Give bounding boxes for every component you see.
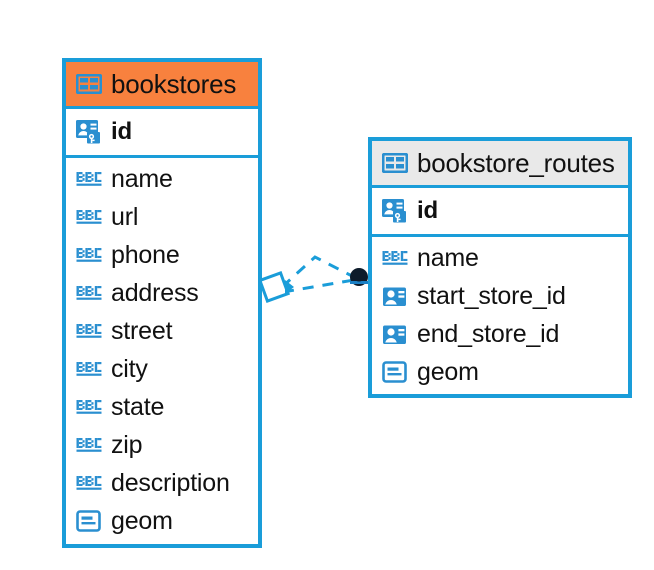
field-row-zip[interactable]: zip (66, 426, 258, 464)
field-label: id (111, 118, 132, 145)
entity-bookstore-routes[interactable]: bookstore_routes id (368, 137, 632, 398)
table-grid-icon (76, 74, 102, 94)
abc-text-icon (76, 400, 102, 414)
abc-text-icon (382, 251, 408, 265)
field-label: phone (111, 240, 180, 269)
relationship-line-upper (280, 255, 355, 289)
abc-text-icon (76, 476, 102, 490)
foreign-key-icon (383, 287, 406, 306)
field-row-geom[interactable]: geom (372, 353, 628, 391)
fields-section-bookstores: name url (66, 158, 258, 544)
geometry-icon (76, 510, 101, 532)
abc-text-icon (76, 362, 102, 376)
field-row-address[interactable]: address (66, 274, 258, 312)
field-row-end-store-id[interactable]: end_store_id (372, 315, 628, 353)
field-row-geom[interactable]: geom (66, 502, 258, 540)
abc-text-icon (76, 172, 102, 186)
field-label: url (111, 202, 139, 231)
field-label: state (111, 392, 165, 421)
field-label: geom (417, 357, 479, 386)
field-row-description[interactable]: description (66, 464, 258, 502)
field-label: zip (111, 430, 143, 459)
fields-section-bookstore-routes: name start_store_id (372, 237, 628, 395)
abc-text-icon (76, 248, 102, 262)
primary-key-section-bookstores: id (66, 109, 258, 158)
relationship-target-circle-icon (350, 268, 368, 286)
entity-bookstores[interactable]: bookstores id (62, 58, 262, 548)
field-label: geom (111, 506, 173, 535)
field-row-state[interactable]: state (66, 388, 258, 426)
relationship-source-diamond-icon (257, 270, 291, 304)
field-row-id[interactable]: id (372, 188, 628, 234)
entity-title: bookstore_routes (417, 147, 615, 178)
field-label: start_store_id (417, 281, 566, 310)
entity-header-bookstore-routes[interactable]: bookstore_routes (372, 141, 628, 188)
field-row-start-store-id[interactable]: start_store_id (372, 277, 628, 315)
field-row-name[interactable]: name (372, 239, 628, 277)
relationship-line-lower (282, 278, 355, 294)
primary-key-icon (382, 199, 406, 223)
field-row-name[interactable]: name (66, 160, 258, 198)
field-label: description (111, 468, 230, 497)
field-label: address (111, 278, 199, 307)
geometry-icon (382, 361, 407, 383)
field-label: name (111, 164, 173, 193)
field-row-id[interactable]: id (66, 109, 258, 155)
abc-text-icon (76, 210, 102, 224)
field-row-street[interactable]: street (66, 312, 258, 350)
foreign-key-icon (383, 325, 406, 344)
field-label: street (111, 316, 173, 345)
field-label: id (417, 197, 438, 224)
abc-text-icon (76, 324, 102, 338)
primary-key-icon (76, 120, 100, 144)
table-grid-icon (382, 153, 408, 173)
field-row-city[interactable]: city (66, 350, 258, 388)
abc-text-icon (76, 286, 102, 300)
relationship-source-arrow-icon (285, 280, 294, 294)
field-label: name (417, 243, 479, 272)
field-label: city (111, 354, 148, 383)
field-row-url[interactable]: url (66, 198, 258, 236)
field-label: end_store_id (417, 319, 560, 348)
entity-title: bookstores (111, 68, 237, 99)
abc-text-icon (76, 438, 102, 452)
entity-header-bookstores[interactable]: bookstores (66, 62, 258, 109)
primary-key-section-bookstore-routes: id (372, 188, 628, 237)
field-row-phone[interactable]: phone (66, 236, 258, 274)
